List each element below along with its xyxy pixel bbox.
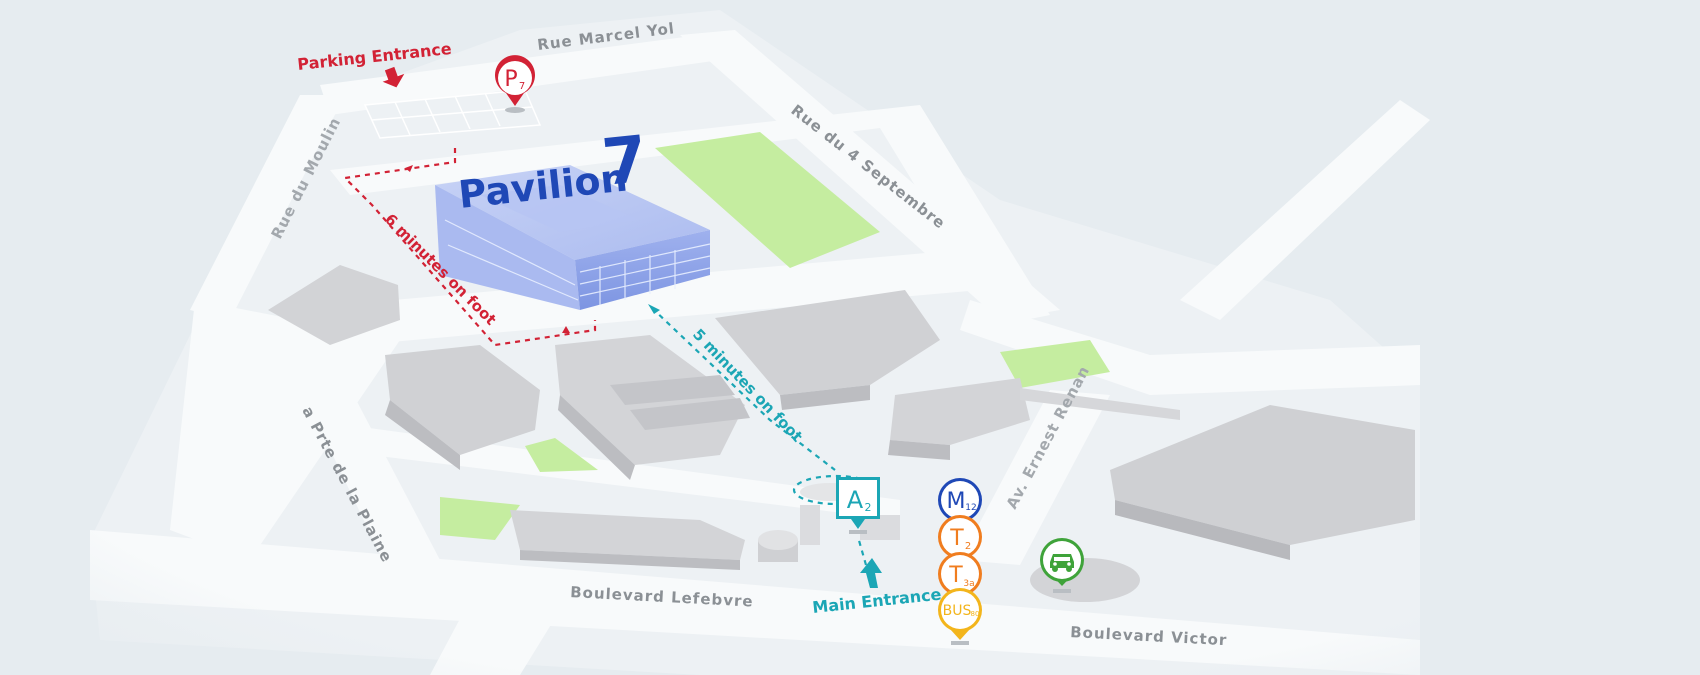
tram-2-pin-line: 2 bbox=[965, 541, 971, 552]
entrance-pin-letter: A bbox=[847, 486, 864, 514]
metro-pin-line: 12 bbox=[965, 503, 976, 513]
bus-pin-letter: BUS bbox=[943, 603, 972, 619]
entrance-pin-number: 2 bbox=[865, 501, 872, 514]
parking-pin-number: 7 bbox=[519, 81, 525, 92]
bus-pin-line: 80 bbox=[971, 610, 980, 618]
metro-pin-letter: M bbox=[947, 489, 966, 514]
transport-pins: M 12 T 2 T 3a BUS 80 bbox=[938, 478, 982, 645]
tram-3a-pin-line: 3a bbox=[963, 579, 974, 589]
pavilion-title-number: 7 bbox=[599, 123, 651, 201]
tram-2-pin-letter: T bbox=[949, 526, 964, 551]
tram-3a-pin-letter: T bbox=[948, 563, 963, 588]
parking-pin-letter: P bbox=[504, 67, 517, 92]
